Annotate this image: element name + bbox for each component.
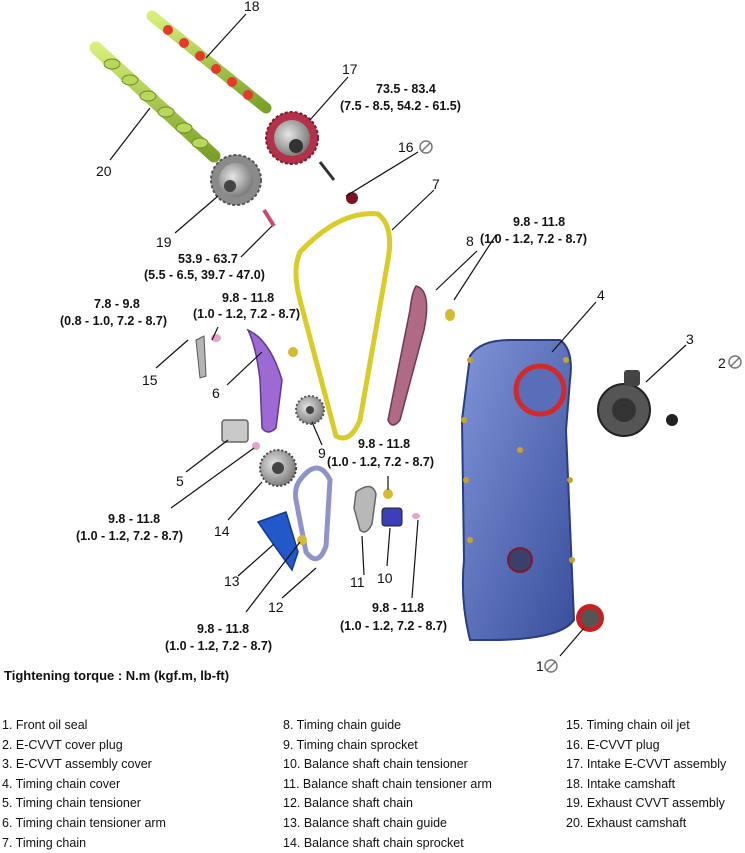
callout-20: 20 [96,163,112,179]
legend-column-1: 1. Front oil seal 2. E-CVVT cover plug 3… [2,716,166,853]
legend-column-2: 8. Timing chain guide 9. Timing chain sp… [283,716,492,853]
torque-tensioner-line1: 9.8 - 11.8 [108,512,160,526]
exhaust-cvvt-assembly-part [210,154,262,206]
legend-item: 9. Timing chain sprocket [283,737,418,752]
callout-5: 5 [176,473,184,489]
exhaust-camshaft-part [89,41,221,163]
legend-item: 11. Balance shaft chain tensioner arm [283,776,492,791]
legend-item: 6. Timing chain tensioner arm [2,815,166,830]
torque-cvvt-exhaust-line2: (5.5 - 6.5, 39.7 - 47.0) [144,268,265,282]
torque-bal-guide-line2: (1.0 - 1.2, 7.2 - 8.7) [165,639,272,653]
ecvvt-cover-plug-part [666,414,678,426]
torque-units-heading: Tightening torque : N.m (kgf.m, lb-ft) [4,668,230,683]
torque-cvvt-intake-line1: 73.5 - 83.4 [376,82,436,96]
torque-bal-guide-line1: 9.8 - 11.8 [197,622,249,636]
torque-bal-tensioner-line1: 9.8 - 11.8 [372,601,424,615]
legend-item: 18. Intake camshaft [566,776,676,791]
legend-item: 16. E-CVVT plug [566,737,660,752]
not-reusable-icons [419,140,742,673]
timing-chain-tensioner-arm-part [246,328,283,433]
legend-item: 5. Timing chain tensioner [2,796,141,811]
callout-7: 7 [432,176,440,192]
balance-shaft-chain-tensioner-part [381,507,420,527]
callout-4: 4 [597,287,605,303]
torque-cvvt-exhaust-line1: 53.9 - 63.7 [178,252,238,266]
leader-lines [109,13,687,657]
guide-bolt [445,309,455,321]
legend-item: 1. Front oil seal [2,718,88,732]
timing-chain-tensioner-part [221,419,260,450]
balance-shaft-chain-guide-part [256,511,299,572]
timing-chain-guide-part [387,285,428,426]
callout-19: 19 [156,234,172,250]
torque-cvvt-intake-line2: (7.5 - 8.5, 54.2 - 61.5) [340,99,461,113]
ecvvt-assembly-cover-part [597,370,651,437]
legend-item: 17. Intake E-CVVT assembly [566,757,727,772]
torque-tensioner-line2: (1.0 - 1.2, 7.2 - 8.7) [76,529,183,543]
legend-item: 8. Timing chain guide [283,718,402,732]
legend-item: 2. E-CVVT cover plug [2,737,123,752]
exploded-parts-diagram: 18 17 20 16 7 19 8 4 3 2 15 6 9 5 14 13 … [60,0,742,674]
torque-oil-jet-line2: (0.8 - 1.0, 7.2 - 8.7) [60,314,167,328]
torque-chain-guide-line2: (1.0 - 1.2, 7.2 - 8.7) [480,232,587,246]
callout-13: 13 [224,573,240,589]
torque-sprocket-line2: (1.0 - 1.2, 7.2 - 8.7) [327,455,434,469]
legend-item: 14. Balance shaft chain sprocket [283,835,464,850]
torque-tensioner-arm-line1: 9.8 - 11.8 [222,291,274,305]
callout-3: 3 [686,331,694,347]
torque-oil-jet-line1: 7.8 - 9.8 [94,297,140,311]
not-reusable-icon-2 [728,355,742,369]
tensioner-arm-bolt-2 [383,489,393,499]
balance-shaft-chain-sprocket-part [259,449,297,487]
legend-item: 19. Exhaust CVVT assembly [566,796,725,811]
callout-18: 18 [244,0,260,14]
legend-item: 20. Exhaust camshaft [566,815,687,830]
timing-chain-oil-jet-part [195,334,221,379]
torque-bal-tensioner-line2: (1.0 - 1.2, 7.2 - 8.7) [340,619,447,633]
balance-shaft-chain-tensioner-arm-part [353,485,377,533]
callout-14: 14 [214,523,230,539]
callout-8: 8 [466,233,474,249]
legend-item: 3. E-CVVT assembly cover [2,757,152,772]
tensioner-arm-bolt [288,347,298,357]
torque-sprocket-line1: 9.8 - 11.8 [358,437,410,451]
legend-item: 15. Timing chain oil jet [566,718,690,732]
not-reusable-icon-16 [419,140,433,154]
legend-item: 4. Timing chain cover [2,776,121,791]
callout-10: 10 [377,570,393,586]
ecvvt-plug-part [346,192,358,204]
callout-6: 6 [212,385,220,401]
callout-11: 11 [350,574,365,590]
cvvt-bolts [262,161,336,228]
front-oil-seal-part [576,604,604,632]
not-reusable-icon-1 [544,659,558,673]
callout-9: 9 [318,445,326,461]
intake-ecvvt-assembly-part [265,111,319,165]
balance-shaft-chain-part [293,465,333,562]
timing-chain-part [293,211,393,441]
timing-chain-sprocket-part [295,395,325,425]
callout-12: 12 [268,599,284,615]
callout-15: 15 [142,372,158,388]
callout-2: 2 [718,355,726,371]
torque-chain-guide-line1: 9.8 - 11.8 [513,215,565,229]
legend-item: 7. Timing chain [2,835,87,850]
legend-item: 13. Balance shaft chain guide [283,815,448,830]
timing-chain-cover-part [460,339,576,641]
intake-camshaft-part [146,10,272,114]
legend-item: 12. Balance shaft chain [283,796,413,811]
legend-column-3: 15. Timing chain oil jet 16. E-CVVT plug… [566,716,726,834]
torque-tensioner-arm-line2: (1.0 - 1.2, 7.2 - 8.7) [193,307,300,321]
callout-16: 16 [398,139,414,155]
legend-item: 10. Balance shaft chain tensioner [283,757,468,772]
callout-1: 1 [536,658,544,674]
callout-17: 17 [342,61,358,77]
